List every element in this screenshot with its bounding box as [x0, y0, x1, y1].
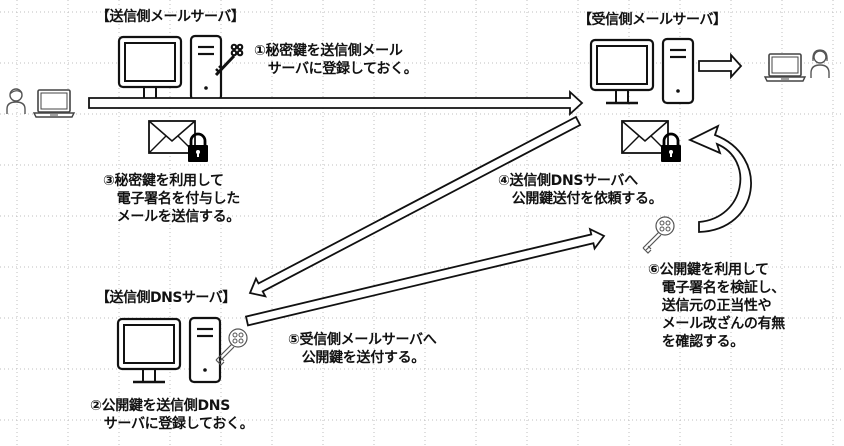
step-6-note: ⑥公開鍵を利用して 電子署名を検証し、 送信元の正当性や メール改ざんの有無 を… — [648, 262, 785, 350]
tower-pc-icon — [661, 37, 695, 105]
monitor-icon — [116, 317, 182, 384]
monitor-icon — [589, 38, 655, 105]
arrow-request-public-key — [248, 115, 582, 298]
step-1-note: ①秘密鍵を送信側メール サーバに登録しておく。 — [254, 43, 418, 77]
step-5-note: ⑤受信側メールサーバへ 公開鍵を送付する。 — [288, 332, 437, 366]
step-4-note: ④送信側DNSサーバへ 公開鍵送付を依頼する。 — [498, 173, 663, 207]
laptop-icon — [33, 89, 75, 118]
laptop-icon — [764, 53, 806, 82]
sender-dns-server-label: 【送信側DNSサーバ】 — [96, 290, 236, 306]
arrow-verify-signature — [687, 124, 752, 233]
sender-mail-server — [117, 34, 244, 102]
step-3-note: ③秘密鍵を利用して 電子署名を付与した メールを送信する。 — [103, 173, 240, 225]
arrow-deliver-mail — [698, 52, 743, 80]
arrow-send-public-key — [244, 227, 606, 327]
receiver-mail-server — [589, 37, 695, 105]
signed-mail-icon-receiver — [620, 119, 683, 164]
person-female-icon — [810, 49, 830, 78]
monitor-icon — [117, 35, 183, 102]
private-key-icon — [214, 43, 244, 77]
sender-dns-server — [116, 316, 248, 384]
sender-user — [6, 88, 75, 118]
person-icon — [6, 88, 26, 114]
public-key-icon-receiver — [642, 216, 675, 254]
tower-pc-icon — [189, 34, 223, 102]
arrow-send-mail — [88, 89, 584, 117]
step-2-note: ②公開鍵を送信側DNS サーバに登録しておく。 — [90, 398, 254, 432]
tower-pc-icon — [188, 316, 222, 384]
signed-mail-icon-sender — [147, 119, 210, 164]
sender-mail-server-label: 【送信側メールサーバ】 — [96, 9, 245, 25]
receiver-user — [764, 49, 830, 82]
receiver-mail-server-label: 【受信側メールサーバ】 — [578, 12, 727, 28]
